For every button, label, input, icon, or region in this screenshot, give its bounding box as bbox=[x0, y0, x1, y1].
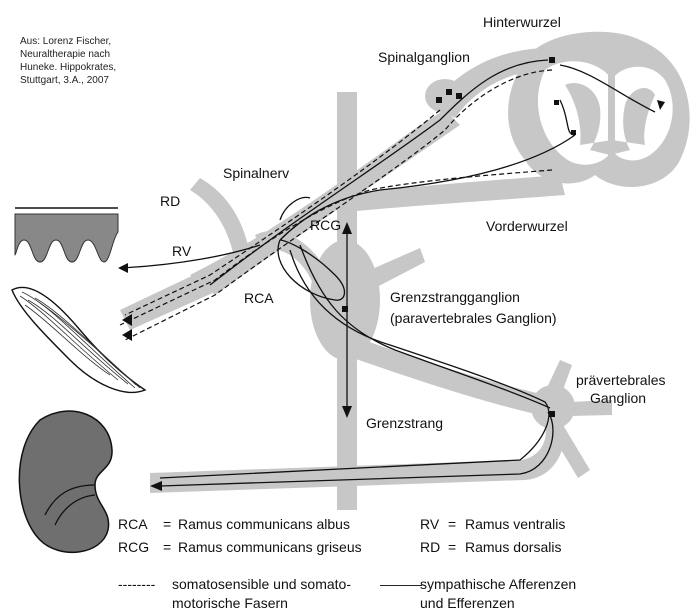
label-praevertebrales-1: prävertebrales bbox=[576, 372, 666, 388]
cell-body-7 bbox=[342, 306, 348, 312]
legend-dashed-symbol: -------- bbox=[118, 576, 156, 592]
kidney bbox=[19, 411, 112, 552]
label-praevertebrales-2: Ganglion bbox=[590, 390, 646, 406]
muscle-body bbox=[12, 287, 145, 392]
label-spinalganglion: Spinalganglion bbox=[378, 49, 470, 65]
skin-illustration bbox=[15, 208, 118, 262]
abbr-rca-full: Ramus communicans albus bbox=[178, 516, 350, 532]
arrow-rv-left bbox=[118, 263, 128, 273]
label-grenzstrangganglion-1: Grenzstrangganglion bbox=[390, 289, 520, 305]
legend-dashed-line-2: motorische Fasern bbox=[172, 595, 288, 611]
ramus-ventralis-band bbox=[120, 272, 215, 330]
legend-solid-symbol: ——— bbox=[380, 576, 422, 592]
label-hinterwurzel: Hinterwurzel bbox=[483, 14, 561, 30]
cell-body-2 bbox=[446, 89, 452, 95]
label-rca: RCA bbox=[244, 290, 274, 306]
label-rd: RD bbox=[160, 193, 180, 209]
skin-layer bbox=[15, 214, 118, 262]
abbreviation-list: RCA = Ramus communicans albus RCG = Ramu… bbox=[118, 516, 565, 555]
fiber-dashed-3 bbox=[125, 110, 440, 315]
source-note-line-3: Huneke. Hippokrates, bbox=[20, 62, 116, 73]
source-note-line-4: Stuttgart, 3.A., 2007 bbox=[20, 75, 109, 86]
label-rcg: RCG bbox=[310, 217, 341, 233]
splanchnic-band bbox=[330, 330, 545, 415]
kidney-illustration bbox=[19, 411, 112, 552]
legend-dashed-line-1: somatosensible und somato- bbox=[172, 576, 351, 592]
muscle-illustration bbox=[12, 287, 145, 392]
abbr-rv-full: Ramus ventralis bbox=[465, 516, 565, 532]
label-vorderwurzel: Vorderwurzel bbox=[486, 218, 568, 234]
abbr-rcg-full: Ramus communicans griseus bbox=[178, 539, 362, 555]
legend-solid-line-1: sympathische Afferenzen bbox=[420, 576, 576, 592]
abbr-rcg-eq: = bbox=[163, 539, 171, 555]
abbr-rv: RV bbox=[420, 516, 440, 532]
abbr-rcg: RCG bbox=[118, 539, 149, 555]
paravertebral-ganglion-branch bbox=[370, 248, 425, 288]
central-canal bbox=[608, 68, 615, 158]
cell-body-4 bbox=[549, 57, 555, 63]
abbr-rd-full: Ramus dorsalis bbox=[465, 539, 561, 555]
abbr-rd-eq: = bbox=[448, 539, 456, 555]
label-grenzstrangganglion-2: (paravertebrales Ganglion) bbox=[390, 310, 557, 326]
source-note-line-1: Aus: Lorenz Fischer, bbox=[20, 36, 111, 47]
abbr-rv-eq: = bbox=[448, 516, 456, 532]
source-note: Aus: Lorenz Fischer, Neuraltherapie nach… bbox=[20, 36, 116, 86]
abbr-rd: RD bbox=[420, 539, 440, 555]
cell-body-1 bbox=[436, 97, 442, 103]
legend-solid-line-2: und Efferenzen bbox=[420, 595, 515, 611]
fiber-legend: -------- somatosensible und somato- moto… bbox=[118, 576, 576, 611]
cell-body-6 bbox=[571, 130, 576, 135]
cell-body-8 bbox=[549, 411, 555, 417]
abbr-rca-eq: = bbox=[163, 516, 171, 532]
cell-body-3 bbox=[456, 93, 462, 99]
label-rv: RV bbox=[172, 243, 192, 259]
cell-body-5 bbox=[554, 100, 559, 105]
label-grenzstrang: Grenzstrang bbox=[366, 415, 443, 431]
source-note-line-2: Neuraltherapie nach bbox=[20, 49, 110, 60]
label-spinalnerv: Spinalnerv bbox=[223, 165, 289, 181]
abbr-rca: RCA bbox=[118, 516, 148, 532]
ramus-dorsalis-band bbox=[190, 178, 250, 262]
